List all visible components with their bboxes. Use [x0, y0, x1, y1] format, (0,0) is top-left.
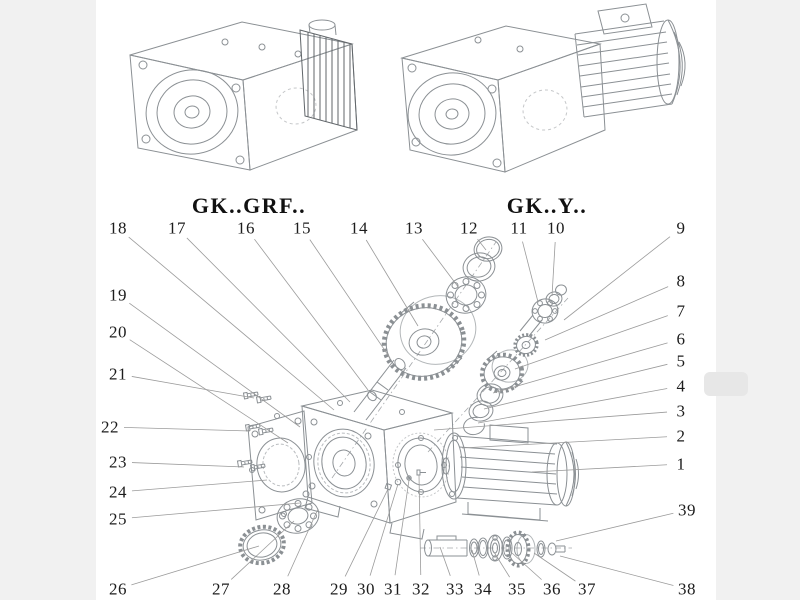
part-number-21: 21	[109, 364, 127, 384]
part-number-11: 11	[510, 218, 528, 238]
part-number-24: 24	[109, 482, 127, 502]
part-number-12: 12	[460, 218, 478, 238]
part-number-35: 35	[508, 579, 526, 599]
input-adapter-fins	[299, 29, 358, 131]
part-number-23: 23	[109, 452, 127, 472]
ball-bearing-upper	[445, 276, 487, 314]
part-number-25: 25	[109, 509, 127, 529]
part-number-20: 20	[109, 322, 127, 342]
part-number-3: 3	[676, 401, 686, 421]
exploded-motor	[441, 424, 579, 522]
model-label-gkgrf: GK..GRF..	[191, 193, 307, 218]
bevel-gear	[479, 349, 529, 394]
input-pinion-shaft	[513, 314, 543, 357]
output-bore-face	[145, 69, 239, 155]
part-number-38: 38	[678, 579, 696, 599]
part-number-7: 7	[676, 301, 686, 321]
part-number-14: 14	[350, 218, 368, 238]
snap-ring-4	[463, 416, 485, 436]
part-number-22: 22	[101, 417, 119, 437]
input-bearing	[531, 298, 559, 324]
model-label-gky: GK..Y..	[506, 193, 588, 218]
intermediate-shaft	[353, 358, 407, 421]
part-number-16: 16	[237, 218, 255, 238]
part-number-37: 37	[578, 579, 596, 599]
part-number-19: 19	[109, 285, 127, 305]
watermark-smudge	[704, 372, 748, 396]
gearbox-grf-drawing	[129, 19, 358, 171]
exploded-view-drawing	[236, 236, 579, 568]
part-number-30: 30	[357, 579, 375, 599]
part-number-18: 18	[109, 218, 127, 238]
part-number-9: 9	[676, 218, 686, 238]
part-number-5: 5	[676, 351, 686, 371]
seal-ring-upper	[462, 252, 496, 282]
part-number-4: 4	[676, 376, 686, 396]
part-number-28: 28	[273, 579, 291, 599]
washer-6	[476, 383, 504, 407]
flange-bolts	[236, 391, 274, 472]
part-number-33: 33	[446, 579, 464, 599]
part-number-34: 34	[474, 579, 492, 599]
terminal-box	[597, 3, 653, 35]
part-number-36: 36	[543, 579, 561, 599]
output-bore-face	[407, 72, 497, 156]
part-number-31: 31	[384, 579, 402, 599]
part-number-6: 6	[676, 329, 686, 349]
part-number-29: 29	[330, 579, 348, 599]
part-number-10: 10	[547, 218, 565, 238]
output-shaft-assembly	[424, 530, 566, 568]
part-number-15: 15	[293, 218, 311, 238]
part-number-2: 2	[676, 426, 686, 446]
seal-5	[468, 400, 494, 422]
part-number-13: 13	[405, 218, 423, 238]
motor-drawing	[574, 3, 686, 118]
large-helical-gear	[381, 295, 477, 381]
part-number-27: 27	[212, 579, 230, 599]
part-number-8: 8	[676, 271, 686, 291]
part-number-32: 32	[412, 579, 430, 599]
part-number-1: 1	[676, 454, 686, 474]
o-ring-upper	[473, 236, 503, 262]
part-number-26: 26	[109, 579, 127, 599]
gearbox-y-drawing	[400, 3, 686, 173]
exploded-housing	[300, 389, 457, 540]
shim-ring	[238, 524, 286, 566]
part-number-39: 39	[678, 500, 696, 520]
part-number-17: 17	[168, 218, 186, 238]
